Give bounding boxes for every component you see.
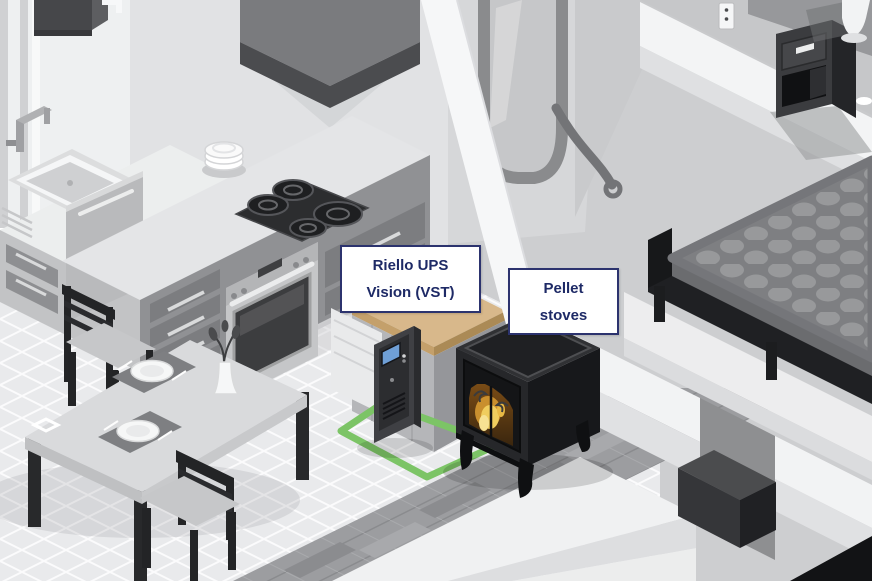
table-lamp-icon <box>806 0 870 43</box>
pellet-label-line2: stoves <box>539 306 588 324</box>
drainboard <box>1 206 33 239</box>
low-walls <box>332 318 872 581</box>
ups-tower <box>357 326 433 458</box>
wall-cabinet <box>34 0 122 36</box>
faucet-icon <box>6 106 52 152</box>
bed-frame <box>648 262 872 404</box>
dark-corner <box>790 536 872 581</box>
plates-stack <box>202 141 246 178</box>
pellet-callout-label: Pellet stoves <box>508 268 619 335</box>
ups-callout-label: Riello UPS Vision (VST) <box>340 245 481 313</box>
polka-dot-duvet <box>667 155 872 363</box>
dining-chair-front <box>140 450 240 581</box>
floor-vent <box>30 417 62 433</box>
range-hood-icon <box>240 0 420 108</box>
dish <box>856 97 872 105</box>
ups-label-line2: Vision (VST) <box>366 284 455 301</box>
cooktop <box>234 179 370 242</box>
oven <box>226 242 318 402</box>
placemat <box>112 351 196 393</box>
ups-label-line1: Riello UPS <box>372 257 449 274</box>
vase-with-plant <box>208 320 241 395</box>
nightstand-shadow <box>770 106 872 160</box>
kitchen-counters <box>0 106 430 413</box>
fridge-panel <box>331 308 382 414</box>
dining-set <box>0 284 309 581</box>
placemat <box>98 411 182 453</box>
power-outlet-icon <box>718 2 735 30</box>
bed <box>624 155 872 480</box>
bedroom <box>640 0 872 184</box>
pellet-label-line1: Pellet <box>543 279 584 297</box>
pellet-stove <box>443 314 613 498</box>
ups-screen <box>381 341 401 368</box>
storage-box <box>678 450 776 548</box>
main-countertop <box>62 116 430 300</box>
